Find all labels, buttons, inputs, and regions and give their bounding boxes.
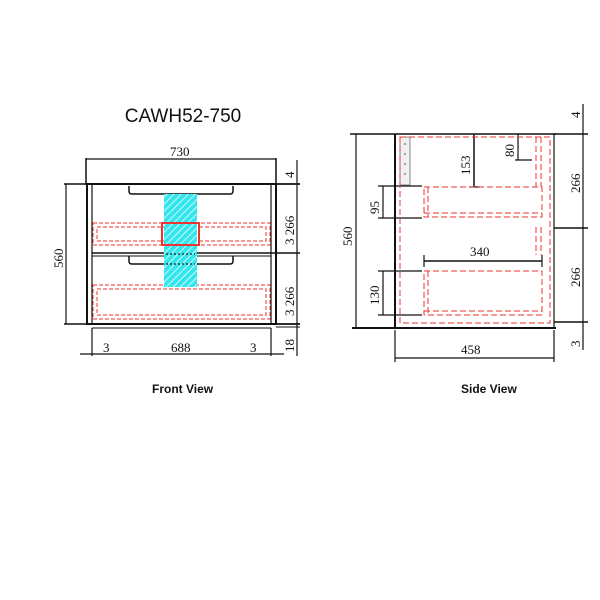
dim-730: 730: [170, 144, 190, 159]
dim-front-lower: 3 266: [282, 286, 297, 316]
cutout-hidden: [166, 253, 195, 265]
dim-front-3-left: 3: [103, 340, 110, 355]
dim-front-4: 4: [282, 171, 297, 178]
dim-130: 130: [367, 286, 382, 306]
dim-front-560: 560: [51, 249, 66, 269]
dim-340: 340: [470, 244, 490, 259]
side-rail-screws: [404, 143, 406, 175]
front-view-caption: Front View: [152, 382, 214, 396]
drawing-title: CAWH52-750: [124, 106, 242, 127]
dim-153: 153: [458, 156, 473, 176]
side-view-caption: Side View: [461, 382, 517, 396]
side-hidden-drawers: [399, 136, 551, 324]
dim-side-4: 4: [568, 111, 583, 118]
plumbing-cutout: [164, 194, 197, 287]
dim-80: 80: [502, 144, 517, 157]
dim-side-560: 560: [340, 227, 355, 247]
dim-front-18: 18: [282, 339, 297, 352]
dim-side-3: 3: [568, 341, 583, 348]
dim-front-upper: 3 266: [282, 215, 297, 245]
dim-458: 458: [461, 342, 481, 357]
dim-95: 95: [367, 201, 382, 214]
dim-front-3-right: 3: [250, 340, 257, 355]
dim-688: 688: [171, 340, 191, 355]
cutout-outline: [161, 222, 200, 246]
dim-side-266-lower: 266: [568, 267, 583, 287]
dim-side-266-upper: 266: [568, 173, 583, 193]
side-view: [350, 104, 588, 362]
